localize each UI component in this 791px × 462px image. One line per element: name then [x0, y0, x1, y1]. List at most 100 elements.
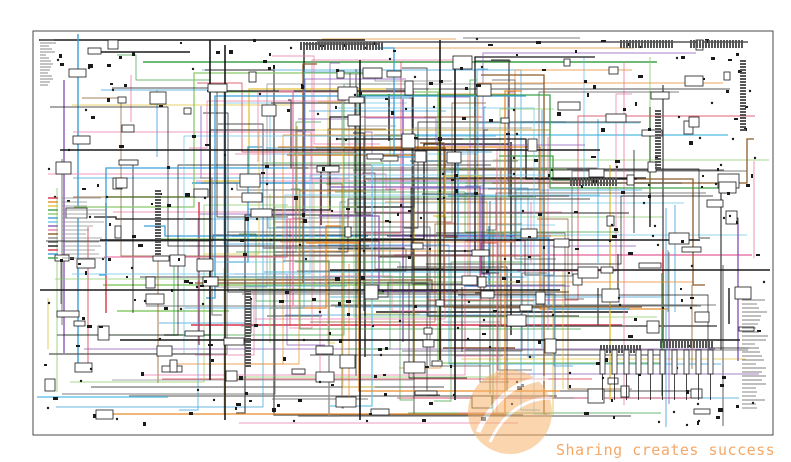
watermark-logo-swoosh: [488, 396, 553, 443]
connector-pin: [613, 416, 615, 419]
connector-pin: [273, 65, 275, 69]
connector-pin: [618, 345, 620, 353]
junction-dot: [697, 419, 701, 423]
wire: [144, 225, 267, 237]
wire: [361, 143, 509, 240]
connector-pin: [575, 50, 577, 53]
connector-pin: [655, 137, 661, 139]
connector-pin: [391, 111, 394, 115]
connector-pin: [189, 412, 193, 415]
connector-pin: [236, 403, 241, 406]
wire: [326, 183, 344, 409]
junction-dot: [608, 239, 612, 243]
connector-pin: [285, 291, 289, 294]
connector-pin: [736, 221, 738, 224]
component-block: [600, 266, 614, 274]
connector-pin: [740, 117, 746, 119]
junction-dot: [482, 318, 486, 322]
connector-pin: [414, 137, 418, 139]
connector-pin: [107, 64, 111, 67]
connector-pin: [720, 384, 724, 387]
connector-pin: [243, 253, 247, 256]
connector-pin: [568, 272, 570, 274]
junction-dot: [300, 83, 304, 87]
component-block: [335, 396, 357, 408]
component-block: [115, 177, 128, 189]
connector-pin: [600, 345, 602, 353]
connector-pin: [155, 223, 161, 225]
connector-pin: [636, 345, 638, 353]
wire: [465, 68, 488, 194]
junction-dot: [230, 187, 234, 191]
connector-pin: [528, 256, 531, 258]
connector-pin: [488, 44, 493, 46]
component-block: [641, 129, 663, 137]
connector-pin: [110, 83, 113, 85]
junction-dot: [201, 302, 205, 306]
junction-dot: [298, 243, 302, 247]
connector-pin: [465, 87, 468, 90]
junction-dot: [381, 289, 385, 293]
wire: [50, 106, 369, 247]
junction-dot: [388, 57, 392, 61]
connector-pin: [245, 332, 251, 334]
connector-pin: [741, 40, 743, 48]
junction-dot: [698, 136, 702, 140]
connector-pin: [738, 70, 742, 73]
connector-pin: [621, 345, 623, 353]
connector-pin: [659, 40, 661, 48]
component-block: [683, 120, 694, 135]
connector-pin: [318, 42, 320, 50]
connector-pin: [331, 384, 334, 386]
junction-dot: [365, 419, 369, 423]
component-block: [339, 354, 356, 369]
connector-pin: [450, 365, 452, 368]
connector-pin: [620, 40, 622, 48]
junction-dot: [388, 220, 392, 224]
connector-pin: [240, 239, 244, 242]
connector-pin: [164, 307, 168, 310]
component-block: [65, 207, 88, 219]
connector-pin: [516, 280, 520, 283]
component-block: [607, 377, 619, 385]
connector-pin: [397, 213, 399, 216]
wire: [197, 82, 356, 153]
connector-pin: [245, 290, 251, 292]
component-block: [668, 232, 690, 245]
junction-dot: [302, 338, 306, 342]
wire: [329, 186, 490, 275]
connector-pin: [714, 40, 716, 48]
connector-pin: [653, 40, 655, 48]
connector-pin: [538, 340, 541, 344]
component-block: [169, 359, 178, 373]
connector-pin: [85, 271, 87, 275]
component-block: [646, 320, 660, 334]
junction-dot: [456, 326, 460, 330]
junction-dot: [672, 410, 676, 414]
connector-pin: [329, 332, 331, 335]
connector-pin: [141, 372, 144, 376]
junction-dot: [105, 195, 109, 199]
connector-pin: [655, 116, 661, 118]
connector-pin: [740, 87, 746, 89]
component-block: [535, 291, 546, 305]
connector-pin: [119, 145, 124, 148]
fuse: [695, 349, 702, 375]
component-layer: [44, 37, 766, 427]
connector-pin: [155, 214, 161, 216]
connector-pin: [663, 340, 665, 348]
junction-dot: [318, 380, 322, 384]
connector-pin: [611, 399, 613, 402]
connector-pin: [573, 178, 575, 186]
connector-pin: [740, 84, 746, 86]
watermark-logo-swoosh: [475, 375, 549, 434]
connector-pin: [680, 288, 682, 290]
connector-pin: [108, 258, 111, 261]
component-block: [423, 327, 433, 335]
component-block: [461, 275, 478, 286]
wire: [420, 142, 642, 308]
wire: [205, 69, 523, 416]
component-block: [241, 192, 263, 203]
component-block: [239, 173, 261, 188]
connector-pin: [666, 340, 668, 348]
